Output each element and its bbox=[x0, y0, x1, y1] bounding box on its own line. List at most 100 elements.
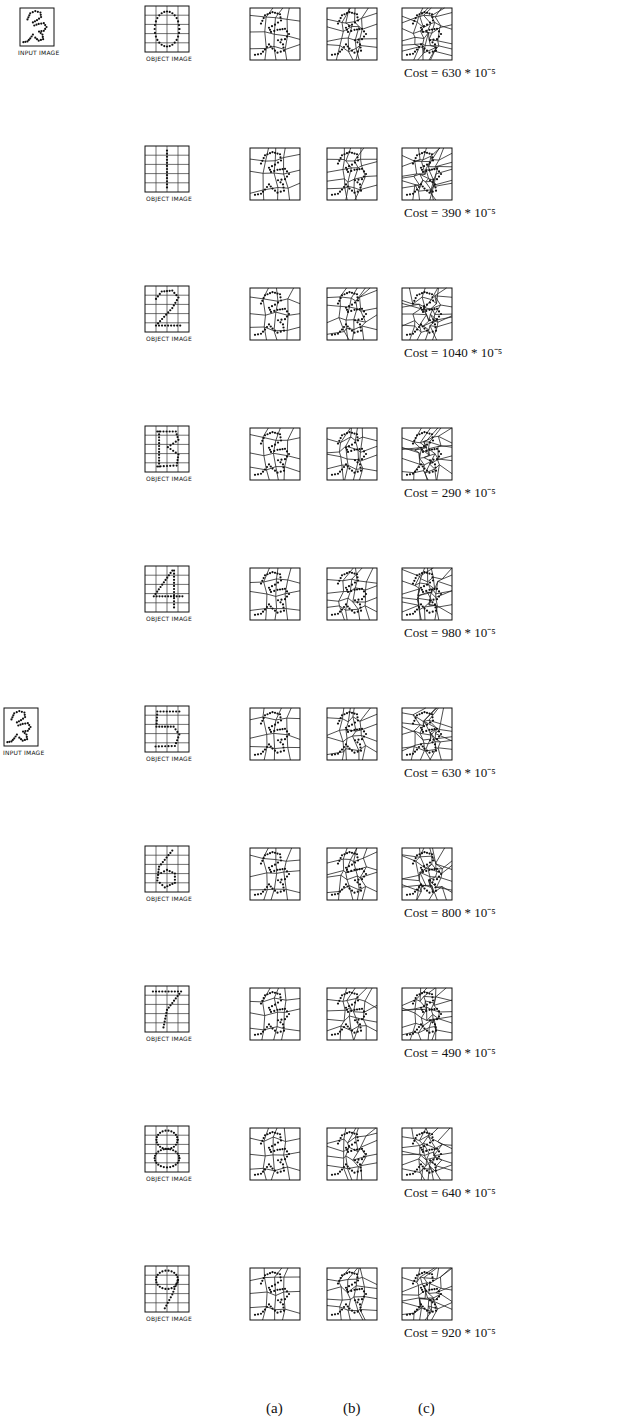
pixel-dot bbox=[173, 582, 175, 584]
pixel-dot bbox=[154, 1159, 156, 1161]
pixel-dot bbox=[277, 1159, 279, 1161]
pixel-dot bbox=[338, 720, 340, 722]
pixel-dot bbox=[418, 13, 420, 15]
deformed-grid bbox=[430, 288, 439, 340]
pixel-dot bbox=[421, 1132, 423, 1134]
pixel-dot bbox=[347, 171, 349, 173]
pixel-dot bbox=[169, 1166, 171, 1168]
pixel-dot bbox=[274, 304, 276, 306]
pixel-dot bbox=[168, 574, 170, 576]
pixel-dot bbox=[341, 294, 343, 296]
image-frame bbox=[327, 148, 377, 200]
pixel-dot bbox=[348, 585, 350, 587]
template-grid bbox=[145, 584, 189, 585]
pixel-dot bbox=[269, 309, 271, 311]
pixel-dot bbox=[268, 603, 270, 605]
template-grid bbox=[178, 146, 179, 192]
pixel-dot bbox=[440, 173, 442, 175]
pixel-dot bbox=[354, 161, 356, 163]
pixel-dot bbox=[157, 877, 159, 879]
pixel-dot bbox=[271, 305, 273, 307]
template-grid bbox=[167, 1126, 168, 1172]
pixel-dot bbox=[158, 726, 160, 728]
pixel-dot bbox=[280, 471, 282, 473]
pixel-dot bbox=[22, 718, 24, 720]
pixel-dot bbox=[351, 152, 353, 154]
pixel-dot bbox=[171, 990, 173, 992]
pixel-dot bbox=[283, 190, 285, 192]
pixel-dot bbox=[431, 13, 433, 15]
template-grid bbox=[145, 304, 189, 305]
pixel-dot bbox=[356, 1136, 358, 1138]
pixel-dot bbox=[174, 882, 176, 884]
pixel-dot bbox=[155, 298, 157, 300]
image-frame bbox=[402, 288, 452, 340]
pixel-dot bbox=[429, 581, 431, 583]
pixel-dot bbox=[413, 580, 415, 582]
pixel-dot bbox=[271, 165, 273, 167]
pixel-dot bbox=[422, 45, 424, 47]
pixel-dot bbox=[281, 728, 283, 730]
pixel-dot bbox=[350, 870, 352, 872]
deformed-grid bbox=[432, 988, 446, 1040]
pixel-dot bbox=[409, 193, 411, 195]
pixel-dot bbox=[173, 1000, 175, 1002]
pixel-dot bbox=[24, 730, 26, 732]
pixel-dot bbox=[277, 39, 279, 41]
pixel-dot bbox=[282, 886, 284, 888]
pixel-dot bbox=[357, 159, 359, 161]
deformed-grid bbox=[353, 1128, 359, 1180]
pixel-dot bbox=[415, 1137, 417, 1139]
deformed-grid bbox=[250, 312, 300, 315]
pixel-dot bbox=[288, 1153, 290, 1155]
pixel-dot bbox=[156, 723, 158, 725]
pixel-dot bbox=[166, 174, 168, 176]
pixel-dot bbox=[157, 1164, 159, 1166]
pixel-dot bbox=[282, 46, 284, 48]
pixel-dot bbox=[422, 171, 424, 173]
pixel-dot bbox=[426, 864, 428, 866]
deformed-grid bbox=[346, 568, 362, 620]
deformed-grid bbox=[250, 1152, 300, 1156]
pixel-dot bbox=[36, 38, 38, 40]
pixel-dot bbox=[16, 711, 18, 713]
pixel-dot bbox=[331, 754, 333, 756]
pixel-dot bbox=[357, 1019, 359, 1021]
pixel-dot bbox=[351, 1004, 353, 1006]
deformed-grid bbox=[360, 1128, 375, 1180]
pixel-dot bbox=[156, 17, 158, 19]
pixel-dot bbox=[44, 28, 46, 30]
pixel-dot bbox=[334, 893, 336, 895]
pixel-dot bbox=[350, 30, 352, 32]
pixel-dot bbox=[432, 459, 434, 461]
pixel-dot bbox=[156, 879, 158, 881]
pixel-dot bbox=[274, 12, 276, 14]
pixel-dot bbox=[363, 316, 365, 318]
pixel-dot bbox=[43, 22, 45, 24]
pixel-dot bbox=[348, 1027, 350, 1029]
pixel-dot bbox=[260, 1173, 262, 1175]
pixel-dot bbox=[434, 606, 436, 608]
pixel-dot bbox=[263, 577, 265, 579]
pixel-dot bbox=[418, 46, 420, 48]
deformed-grid bbox=[264, 568, 270, 620]
deformed-grid bbox=[250, 1027, 300, 1031]
pixel-dot bbox=[346, 29, 348, 31]
image-frame bbox=[250, 148, 300, 200]
pixel-dot bbox=[431, 573, 433, 575]
pixel-dot bbox=[282, 606, 284, 608]
pixel-dot bbox=[178, 1157, 180, 1159]
pixel-dot bbox=[260, 443, 262, 445]
pixel-dot bbox=[274, 1030, 276, 1032]
pixel-dot bbox=[431, 16, 433, 18]
template-grid bbox=[145, 724, 189, 725]
pixel-dot bbox=[433, 1008, 435, 1010]
pixel-dot bbox=[163, 870, 165, 872]
pixel-dot bbox=[438, 876, 440, 878]
pixel-dot bbox=[436, 168, 438, 170]
pixel-dot bbox=[175, 1164, 177, 1166]
pixel-dot bbox=[348, 711, 350, 713]
pixel-dot bbox=[286, 1010, 288, 1012]
pixel-dot bbox=[348, 1005, 350, 1007]
pixel-dot bbox=[274, 610, 276, 612]
